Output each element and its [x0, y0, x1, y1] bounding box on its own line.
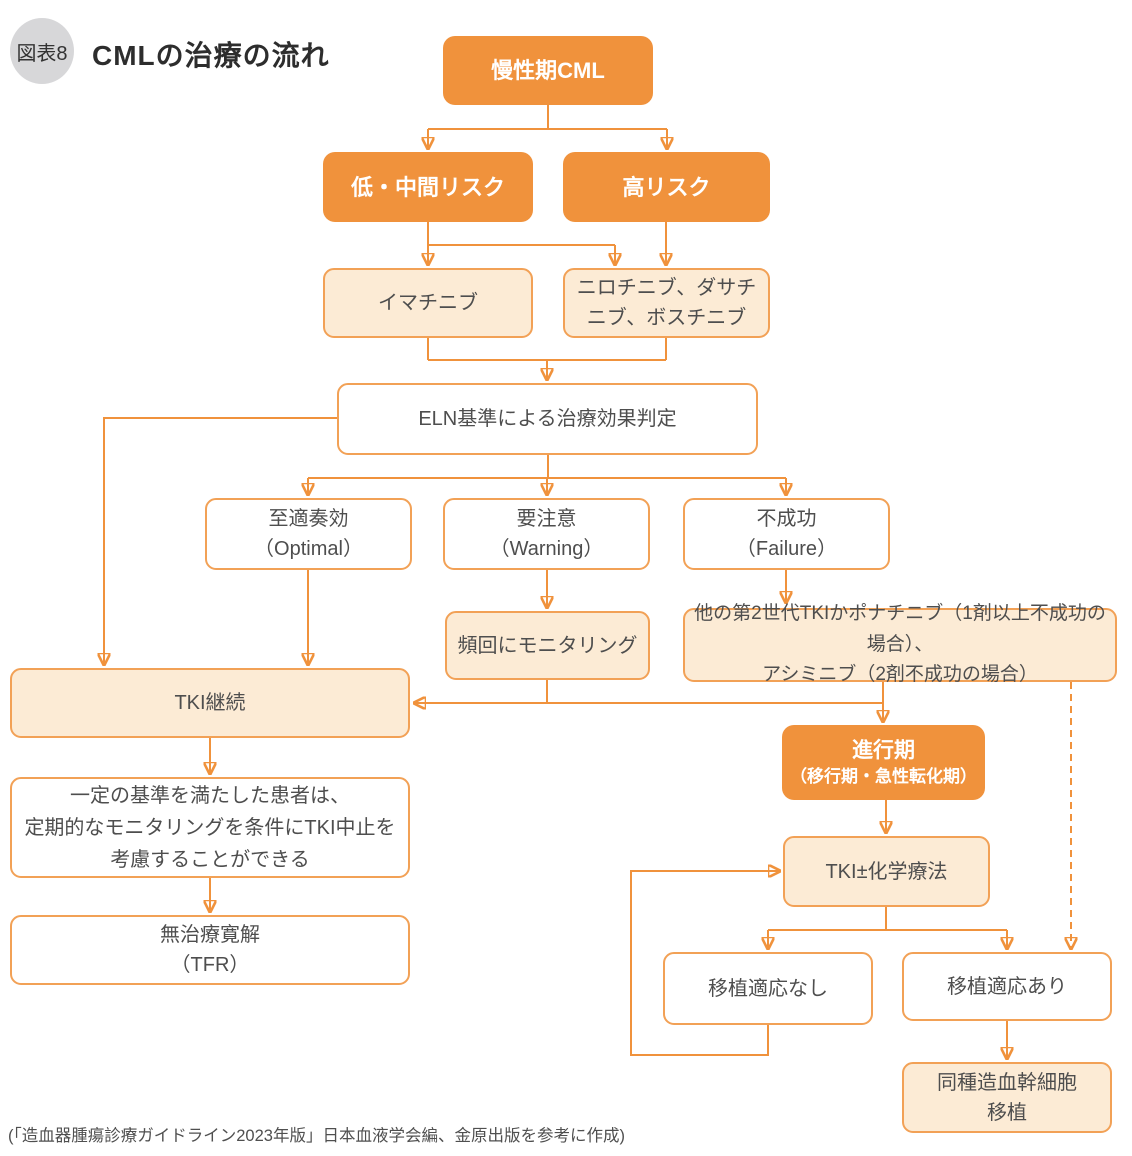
source-caption: (「造血器腫瘍診療ガイドライン2023年版」日本血液学会編、金原出版を参考に作成… — [8, 1127, 625, 1145]
node-transplant-indicated: 移植適応あり — [902, 952, 1112, 1021]
node-second-generation-tki: ニロチニブ、ダサチ ニブ、ボスチニブ — [563, 268, 770, 338]
node-eln-evaluation: ELN基準による治療効果判定 — [337, 383, 758, 455]
node-warning: 要注意 （Warning） — [443, 498, 650, 570]
node-optimal: 至適奏効 （Optimal） — [205, 498, 412, 570]
node-tki-chemotherapy: TKI±化学療法 — [783, 836, 990, 907]
advanced-phase-subtitle: （移行期・急性転化期） — [790, 767, 977, 787]
node-advanced-phase: 進行期 （移行期・急性転化期） — [782, 725, 985, 800]
node-imatinib: イマチニブ — [323, 268, 533, 338]
node-failure: 不成功 （Failure） — [683, 498, 890, 570]
edge-drugs-merge — [427, 338, 667, 361]
node-frequent-monitoring: 頻回にモニタリング — [445, 611, 650, 680]
edge-no-transplant-loop — [630, 871, 781, 1056]
node-allogeneic-hsct: 同種造血幹細胞 移植 — [902, 1062, 1112, 1133]
figure-title: CMLの治療の流れ — [92, 40, 330, 71]
node-low-intermediate-risk: 低・中間リスク — [323, 152, 533, 222]
node-alternative-tki: 他の第2世代TKIかポナチニブ（1剤以上不成功の場合）、 アシミニブ（2剤不成功… — [683, 603, 1117, 685]
node-tki-stop-criteria: 一定の基準を満たした患者は、 定期的なモニタリングを条件にTKI中止を 考慮する… — [10, 777, 410, 878]
edge-chronic-split — [428, 105, 667, 130]
advanced-phase-title: 進行期 — [852, 738, 915, 762]
edge-eln-to-tki-continue — [104, 417, 337, 666]
figure-number-badge: 図表8 — [10, 18, 74, 84]
node-transplant-not-indicated: 移植適応なし — [663, 952, 873, 1025]
node-tki-continue: TKI継続 — [10, 668, 410, 738]
node-chronic-cml: 慢性期CML — [443, 36, 653, 105]
edge-tki-chemo-split — [768, 907, 1007, 931]
edge-eln-split — [308, 455, 786, 479]
node-high-risk: 高リスク — [563, 152, 770, 222]
node-treatment-free-remission: 無治療寛解 （TFR） — [10, 915, 410, 985]
